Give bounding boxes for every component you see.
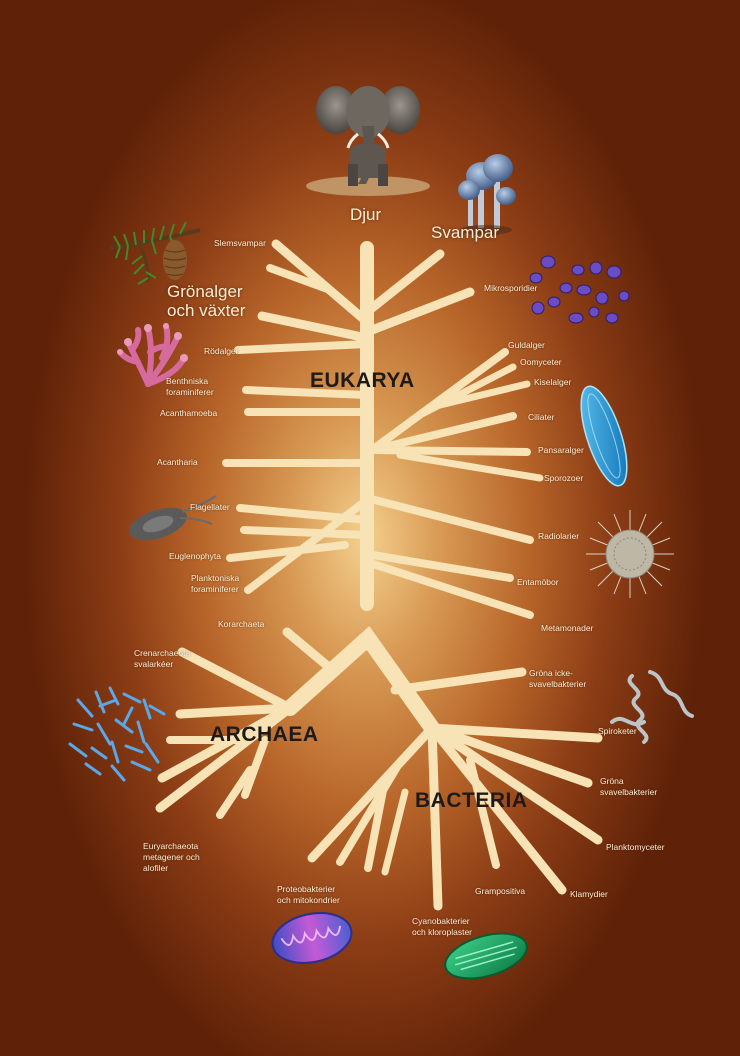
label-proteobakterier: Proteobakterier och mitokondrier xyxy=(277,884,340,905)
domain-eukarya: EUKARYA xyxy=(310,369,415,392)
domain-archaea: ARCHAEA xyxy=(210,723,319,746)
label-gronalger: Grönalger och växter xyxy=(167,282,246,320)
label-planktomyceter: Planktomyceter xyxy=(606,842,665,852)
label-spiroketer: Spiroketer xyxy=(598,726,637,736)
label-crenarchaeota: Crenarchaeota svalarkéer xyxy=(134,648,191,669)
chloroplast-image xyxy=(444,932,528,980)
archaea-rods-image xyxy=(68,686,166,782)
label-grona-icke: Gröna icke- svavelbakterier xyxy=(529,668,587,689)
mitochondrion-image xyxy=(271,912,353,964)
label-pansaralger: Pansaralger xyxy=(538,445,584,455)
flagellate-image xyxy=(129,495,217,541)
label-flagellater: Flagellater xyxy=(190,502,230,512)
label-grona-svavel: Gröna svavelbakterier xyxy=(600,776,658,797)
elephant-image xyxy=(306,86,430,196)
red-algae-image xyxy=(117,323,188,387)
label-euryarchaeota: Euryarchaeota metagener och alofiler xyxy=(143,841,200,873)
label-cyanobakterier: Cyanobakterier och kloroplaster xyxy=(412,916,473,937)
label-mikrosporidier: Mikrosporidier xyxy=(484,283,538,293)
label-radiolarier: Radiolarier xyxy=(538,531,580,541)
label-svampar: Svampar xyxy=(431,223,500,242)
spirochete-image xyxy=(610,670,694,744)
label-acantharia: Acantharia xyxy=(157,457,198,467)
label-djur: Djur xyxy=(350,205,382,224)
mushrooms-image xyxy=(458,154,516,235)
label-ciliater: Ciliater xyxy=(528,412,555,422)
label-guldalger: Guldalger xyxy=(508,340,545,350)
label-acanthamoeba: Acanthamoeba xyxy=(160,408,218,418)
label-oomyceter: Oomyceter xyxy=(520,357,562,367)
label-metamonader: Metamonader xyxy=(541,623,594,633)
label-klamydier: Klamydier xyxy=(570,889,608,899)
label-korarchaeta: Korarchaeta xyxy=(218,619,265,629)
pine-branch-image xyxy=(109,221,201,285)
label-slemsvampar: Slemsvampar xyxy=(214,238,266,248)
label-grampositiva: Grampositiva xyxy=(475,886,526,896)
label-rodalger: Rödalger xyxy=(204,346,239,356)
domain-bacteria: BACTERIA xyxy=(415,789,528,812)
label-entamobor: Entamöbor xyxy=(517,577,559,587)
radiolarian-image xyxy=(586,510,674,598)
label-sporozoer: Sporozoer xyxy=(544,473,584,483)
label-kiselalger: Kiselalger xyxy=(534,377,572,387)
prokaryote-tree xyxy=(155,626,603,911)
eukarya-tree xyxy=(222,239,544,619)
label-planktoniska: Planktoniska foraminiferer xyxy=(191,573,240,594)
label-euglenophyta: Euglenophyta xyxy=(169,551,221,561)
microsporidia-image xyxy=(529,255,630,324)
label-benthniska: Benthniska foraminiferer xyxy=(166,376,214,397)
diatom-image xyxy=(580,385,628,487)
